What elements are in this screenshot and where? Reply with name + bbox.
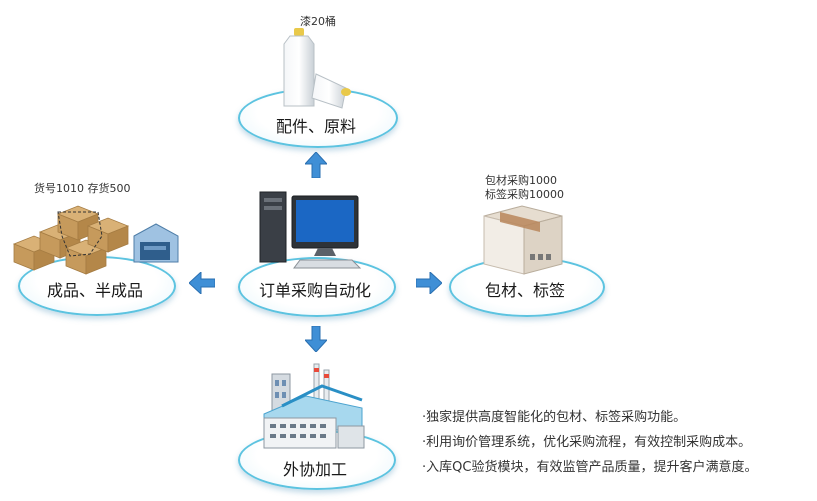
label-parts-materials: 配件、原料 (275, 117, 356, 136)
note-line: 包材采购1000 (485, 174, 557, 187)
label-order-automation: 订单采购自动化 (258, 281, 371, 300)
arrow-up-icon (305, 152, 327, 178)
feature-item: ·入库QC验货模块，有效监管产品质量，提升客户满意度。 (422, 460, 758, 475)
feature-item: ·独家提供高度智能化的包材、标签采购功能。 (422, 410, 687, 425)
boxes-warehouse-icon (12, 205, 179, 275)
arrow-left-icon (189, 272, 215, 294)
feature-item: ·利用询价管理系统，优化采购流程，有效控制采购成本。 (422, 435, 752, 450)
feature-list: ·独家提供高度智能化的包材、标签采购功能。 ·利用询价管理系统，优化采购流程，有… (422, 408, 757, 483)
arrow-down-icon (305, 326, 327, 352)
note-line: 标签采购10000 (485, 188, 564, 201)
platform-disc (238, 257, 396, 317)
note-paint: 漆20桶 (300, 15, 336, 28)
arrow-right-icon (416, 272, 442, 294)
desktop-computer-icon (259, 191, 362, 269)
paint-bottle-icon (283, 28, 351, 109)
label-packaging-labels: 包材、标签 (484, 281, 565, 300)
note-stock: 货号1010 存货500 (34, 182, 131, 195)
note-packaging: 包材采购1000 标签采购10000 (485, 174, 564, 202)
label-outsourced-processing: 外协加工 (282, 460, 347, 479)
factory-icon (263, 363, 365, 449)
label-finished-goods: 成品、半成品 (46, 281, 143, 300)
cardboard-box-icon (483, 205, 563, 275)
